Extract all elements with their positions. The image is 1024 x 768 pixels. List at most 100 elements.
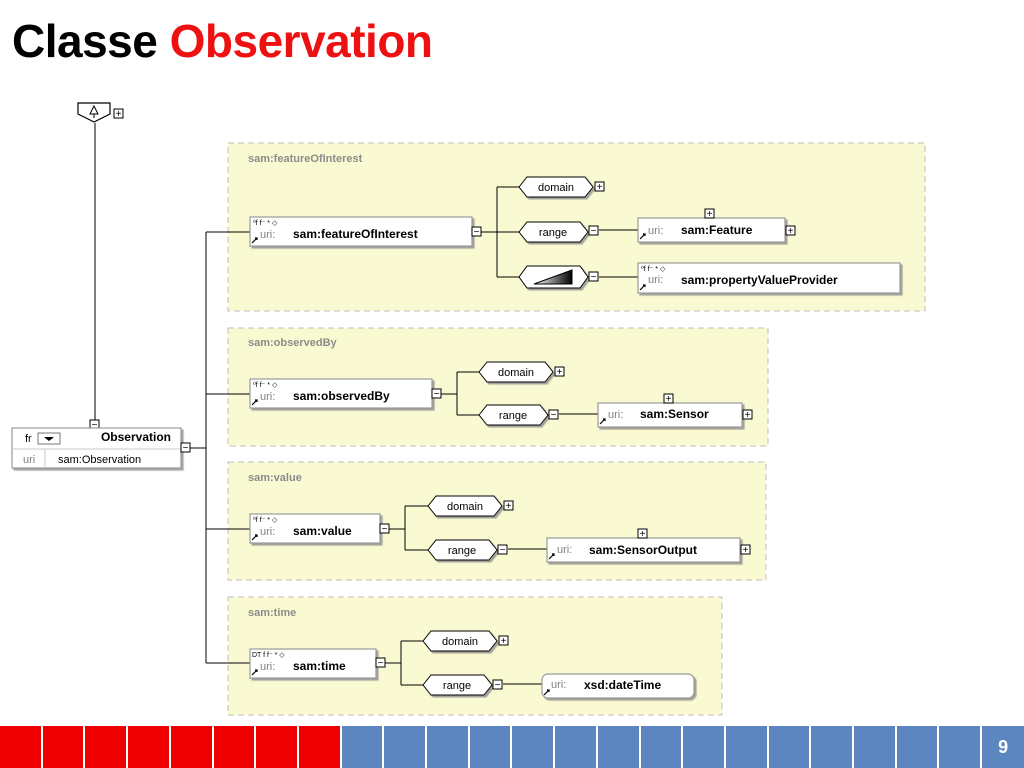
collapse-icon: −	[551, 410, 557, 421]
restriction-collapse-toggle[interactable]: −	[588, 271, 599, 283]
root-class-box[interactable]: fr Observation uri sam:Observation	[11, 427, 182, 469]
footer-segment	[213, 726, 257, 768]
datatype-uri-label: uri:	[551, 679, 566, 691]
domain-expand-toggle[interactable]: +	[594, 181, 605, 193]
footer-segment	[725, 726, 769, 768]
expand-icon: +	[745, 410, 751, 421]
property-flags: ⁰f f⁻ * ◇	[641, 265, 666, 273]
class-box-feature[interactable]: uri: sam:Feature	[637, 217, 786, 243]
sensor-top-expand-toggle[interactable]: +	[663, 393, 674, 405]
property-box-observed-by[interactable]: ⁰f f⁻ * ◇ uri: sam:observedBy	[249, 378, 433, 409]
footer-segment	[170, 726, 214, 768]
sensor-expand-toggle[interactable]: +	[742, 409, 753, 421]
domain-node-observed-by[interactable]: domain	[478, 361, 554, 383]
range-node-observed-by[interactable]: range	[478, 404, 549, 426]
link-arrow-icon	[599, 418, 606, 425]
property-box-value[interactable]: ⁰f f⁻ * ◇ uri: sam:value	[249, 513, 381, 544]
domain-expand-toggle[interactable]: +	[498, 635, 509, 647]
footer-segment	[427, 726, 470, 768]
property-name: sam:time	[293, 659, 346, 673]
class-name: sam:Feature	[681, 223, 753, 237]
sensor-output-top-expand-toggle[interactable]: +	[637, 528, 648, 540]
group-title-value: sam:value	[248, 472, 302, 484]
property-name: sam:featureOfInterest	[293, 227, 418, 241]
footer-segment	[683, 726, 726, 768]
class-name: sam:Sensor	[640, 407, 709, 421]
collapse-icon: −	[500, 545, 506, 556]
footer-segment	[896, 726, 940, 768]
footer-segment	[384, 726, 428, 768]
expand-icon: +	[506, 501, 512, 512]
property-box-property-value-provider[interactable]: ⁰f f⁻ * ◇ uri: sam:propertyValueProvider	[637, 262, 901, 294]
domain-node-feature-of-interest[interactable]: domain	[518, 176, 594, 198]
footer-segment	[0, 726, 43, 768]
footer-segment	[854, 726, 897, 768]
group-title-time: sam:time	[248, 607, 296, 619]
property-box-time[interactable]: DT f f⁻ * ◇ uri: sam:time	[249, 648, 377, 679]
class-box-sensor[interactable]: uri: sam:Sensor	[597, 402, 743, 428]
connector-lines	[94, 123, 638, 686]
range-collapse-toggle[interactable]: −	[588, 225, 599, 237]
datatype-box-datetime[interactable]: uri: xsd:dateTime	[541, 673, 695, 699]
link-arrow-icon	[639, 284, 646, 291]
link-arrow-icon	[639, 233, 646, 240]
gradient-wedge-icon	[533, 269, 573, 285]
class-uri-label: uri:	[557, 544, 572, 556]
range-label: range	[448, 545, 476, 557]
restriction-node[interactable]	[518, 265, 589, 289]
collapse-icon: −	[183, 443, 189, 454]
observed-by-collapse-toggle[interactable]: −	[431, 388, 442, 400]
link-arrow-icon	[543, 689, 550, 696]
root-properties-collapse-toggle[interactable]: −	[180, 442, 191, 454]
link-arrow-icon	[548, 553, 555, 560]
domain-node-value[interactable]: domain	[427, 495, 503, 517]
collapse-icon: −	[495, 680, 501, 691]
collapse-icon: −	[474, 227, 480, 238]
slide-title: Classe Observation	[12, 14, 433, 68]
domain-expand-toggle[interactable]: +	[554, 366, 565, 378]
feature-expand-toggle[interactable]: +	[785, 225, 796, 237]
expand-icon: +	[116, 109, 122, 120]
link-arrow-icon	[251, 534, 258, 541]
collapse-icon: −	[378, 658, 384, 669]
property-uri-label: uri:	[260, 661, 275, 673]
link-arrow-icon	[251, 669, 258, 676]
anchor-expand-toggle[interactable]: +	[113, 108, 124, 120]
range-label: range	[539, 227, 567, 239]
footer-segment	[512, 726, 556, 768]
range-label: range	[499, 410, 527, 422]
range-node-value[interactable]: range	[427, 539, 498, 561]
domain-expand-toggle[interactable]: +	[503, 500, 514, 512]
sensor-output-expand-toggle[interactable]: +	[740, 544, 751, 556]
feature-of-interest-collapse-toggle[interactable]: −	[471, 226, 482, 238]
range-collapse-toggle[interactable]: −	[497, 544, 508, 556]
range-collapse-toggle[interactable]: −	[548, 409, 559, 421]
expand-icon: +	[597, 182, 603, 193]
property-uri-label: uri:	[260, 391, 275, 403]
range-node-time[interactable]: range	[422, 674, 493, 696]
property-flags: ⁰f f⁻ * ◇	[253, 219, 278, 227]
expand-icon: +	[557, 367, 563, 378]
value-collapse-toggle[interactable]: −	[379, 523, 390, 535]
property-name: sam:propertyValueProvider	[681, 273, 838, 287]
collapse-icon: −	[92, 420, 98, 431]
feature-top-expand-toggle[interactable]: +	[704, 208, 715, 220]
collapse-icon: −	[382, 524, 388, 535]
range-collapse-toggle[interactable]: −	[492, 679, 503, 691]
collapse-icon: −	[591, 226, 597, 237]
time-collapse-toggle[interactable]: −	[375, 657, 386, 669]
class-uri-label: uri:	[648, 225, 663, 237]
property-uri-label: uri:	[648, 274, 663, 286]
property-box-feature-of-interest[interactable]: ⁰f f⁻ * ◇ uri: sam:featureOfInterest	[249, 216, 473, 247]
expand-icon: +	[788, 226, 794, 237]
footer-segment	[597, 726, 641, 768]
range-node-feature-of-interest[interactable]: range	[518, 221, 589, 243]
domain-label: domain	[538, 182, 574, 194]
class-diagram: sam:featureOfInterest sam:observedBy sam…	[11, 102, 926, 716]
inheritance-anchor[interactable]	[77, 102, 111, 123]
datatype-name: xsd:dateTime	[584, 678, 661, 692]
class-box-sensor-output[interactable]: uri: sam:SensorOutput	[546, 537, 741, 563]
domain-node-time[interactable]: domain	[422, 630, 498, 652]
page-number: 9	[982, 726, 1024, 768]
property-name: sam:value	[293, 524, 352, 538]
